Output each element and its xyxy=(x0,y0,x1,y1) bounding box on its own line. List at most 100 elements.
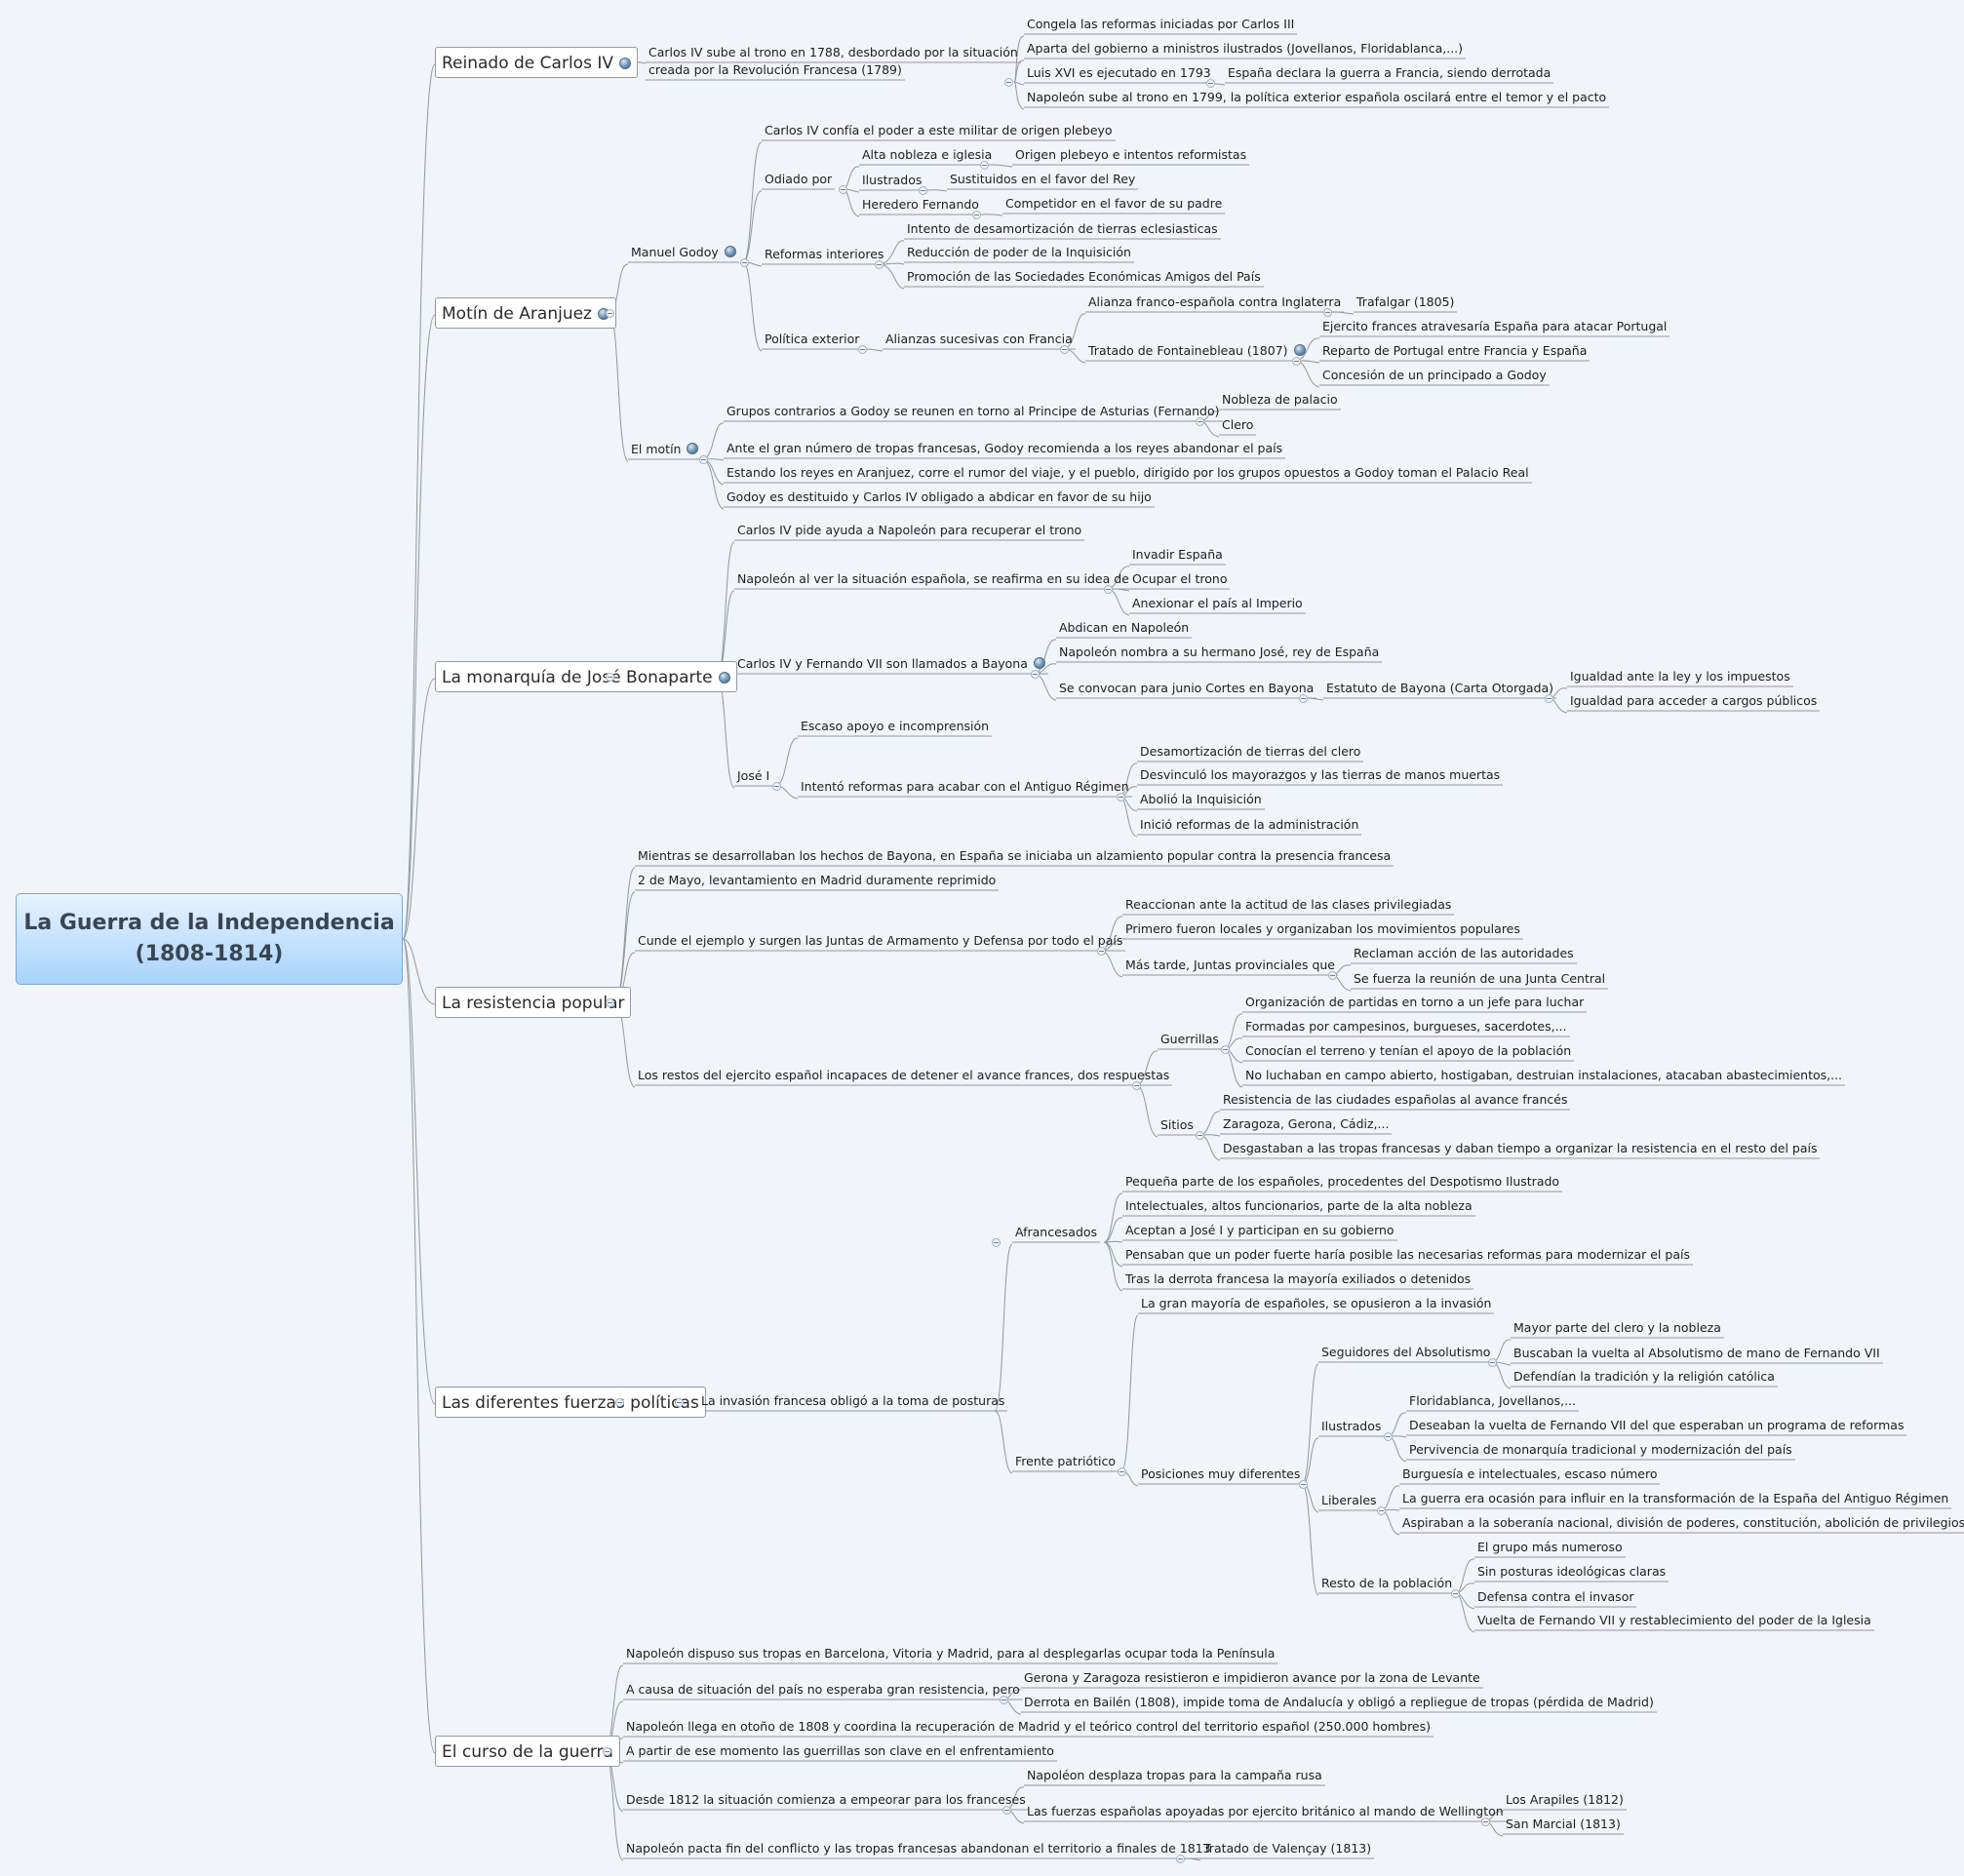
topic[interactable]: Liberales xyxy=(1321,1493,1377,1507)
topic[interactable]: Escaso apoyo e incomprensión xyxy=(801,719,990,733)
topic[interactable]: Intentó reformas para acabar con el Anti… xyxy=(801,779,1129,794)
topic[interactable]: Ejercito frances atravesaría España para… xyxy=(1322,319,1668,333)
topic[interactable]: Sustituidos en el favor del Rey xyxy=(950,172,1136,186)
topic[interactable]: Seguidores del Absolutismo xyxy=(1321,1345,1491,1359)
topic[interactable]: Organización de partidas en torno a un j… xyxy=(1245,995,1585,1009)
topic[interactable]: Carlos IV confía el poder a este militar… xyxy=(765,123,1113,137)
topic[interactable]: Concesión de un principado a Godoy xyxy=(1322,368,1547,382)
topic[interactable]: Sitios xyxy=(1160,1117,1194,1132)
collapse-icon[interactable] xyxy=(606,673,614,682)
collapse-icon[interactable] xyxy=(1002,1806,1011,1815)
topic[interactable]: 2 de Mayo, levantamiento en Madrid duram… xyxy=(638,873,997,887)
collapse-icon[interactable] xyxy=(1060,345,1069,354)
collapse-icon[interactable] xyxy=(740,258,749,267)
topic[interactable]: Carlos IV sube al trono en 1788, desbord… xyxy=(648,45,1018,59)
topic[interactable]: Sin posturas ideológicas claras xyxy=(1477,1564,1667,1579)
topic[interactable]: Los restos del ejercito español incapace… xyxy=(638,1068,1170,1082)
topic[interactable]: Resistencia de las ciudades españolas al… xyxy=(1223,1092,1568,1107)
topic[interactable]: No luchaban en campo abierto, hostigaban… xyxy=(1245,1068,1843,1082)
topic[interactable]: Desvinculó los mayorazgos y las tierras … xyxy=(1140,767,1501,782)
branch-motin[interactable]: Motín de Aranjuez xyxy=(435,297,616,329)
topic[interactable]: Mayor parte del clero y la nobleza xyxy=(1513,1320,1721,1335)
topic[interactable]: Napoléon desplaza tropas para la campaña… xyxy=(1027,1768,1322,1782)
topic[interactable]: La gran mayoría de españoles, se opusier… xyxy=(1141,1296,1492,1310)
collapse-icon[interactable] xyxy=(675,1398,684,1407)
topic[interactable]: Alta nobleza e iglesia xyxy=(862,147,993,162)
topic[interactable]: El motín xyxy=(628,442,701,457)
topic[interactable]: Invadir España xyxy=(1132,547,1223,562)
collapse-icon[interactable] xyxy=(1176,1855,1185,1863)
collapse-icon[interactable] xyxy=(1488,1358,1497,1367)
topic[interactable]: Desde 1812 la situación comienza a empeo… xyxy=(626,1792,1026,1807)
branch-resistencia[interactable]: La resistencia popular xyxy=(435,987,632,1018)
topic[interactable]: Napoleón pacta fin del conflicto y las t… xyxy=(626,1841,1211,1856)
topic[interactable]: Napoleón nombra a su hermano José, rey d… xyxy=(1059,645,1380,659)
collapse-icon[interactable] xyxy=(772,782,781,791)
collapse-icon[interactable] xyxy=(1196,417,1204,426)
topic[interactable]: Heredero Fernando xyxy=(862,197,979,212)
topic[interactable]: Derrota en Bailén (1808), impide toma de… xyxy=(1024,1695,1654,1709)
topic[interactable]: Ocupar el trono xyxy=(1132,571,1228,586)
collapse-icon[interactable] xyxy=(858,345,867,354)
collapse-icon[interactable] xyxy=(603,1747,611,1756)
topic[interactable]: Napoleón llega en otoño de 1808 y coordi… xyxy=(626,1719,1432,1734)
topic[interactable]: Inició reformas de la administración xyxy=(1140,817,1359,832)
collapse-icon[interactable] xyxy=(980,161,989,170)
topic[interactable]: España declara la guerra a Francia, sien… xyxy=(1228,65,1552,80)
globe-icon[interactable] xyxy=(618,58,631,69)
topic[interactable]: Congela las reformas iniciadas por Carlo… xyxy=(1027,17,1295,31)
topic[interactable]: Resto de la población xyxy=(1321,1576,1453,1590)
topic[interactable]: Ante el gran número de tropas francesas,… xyxy=(727,441,1283,455)
topic[interactable]: La invasión francesa obligó a la toma de… xyxy=(701,1393,1005,1408)
topic[interactable]: Primero fueron locales y organizaban los… xyxy=(1125,921,1520,936)
topic[interactable]: Tratado de Valençay (1813) xyxy=(1203,1841,1372,1856)
globe-icon[interactable] xyxy=(1033,657,1045,669)
collapse-icon[interactable] xyxy=(972,211,981,219)
collapse-icon[interactable] xyxy=(839,185,847,194)
topic[interactable]: Guerrillas xyxy=(1160,1032,1219,1046)
topic[interactable]: Igualdad ante la ley y los impuestos xyxy=(1570,669,1790,684)
branch-reinado[interactable]: Reinado de Carlos IV xyxy=(435,47,638,78)
collapse-icon[interactable] xyxy=(1328,971,1337,980)
topic[interactable]: Gerona y Zaragoza resistieron e impidier… xyxy=(1024,1670,1480,1685)
collapse-icon[interactable] xyxy=(699,455,708,464)
topic[interactable]: Posiciones muy diferentes xyxy=(1141,1466,1301,1481)
topic[interactable]: Carlos IV y Fernando VII son llamados a … xyxy=(734,656,1048,672)
topic[interactable]: Godoy es destituido y Carlos IV obligado… xyxy=(727,489,1152,504)
collapse-icon[interactable] xyxy=(615,1398,624,1407)
topic[interactable]: Desgastaban a las tropas francesas y dab… xyxy=(1223,1141,1818,1155)
topic[interactable]: Luis XVI es ejecutado en 1793 xyxy=(1027,65,1211,80)
topic[interactable]: Intelectuales, altos funcionarios, parte… xyxy=(1125,1198,1473,1213)
topic[interactable]: Tratado de Fontainebleau (1807) xyxy=(1085,343,1309,359)
collapse-icon[interactable] xyxy=(1545,694,1553,703)
topic[interactable]: Aparta del gobierno a ministros ilustrad… xyxy=(1027,41,1464,56)
topic[interactable]: Reparto de Portugal entre Francia y Espa… xyxy=(1322,343,1588,358)
topic[interactable]: Deseaban la vuelta de Fernando VII del q… xyxy=(1409,1418,1905,1432)
topic[interactable]: Reformas interiores xyxy=(765,247,884,261)
topic[interactable]: Alianza franco-española contra Inglaterr… xyxy=(1088,294,1342,309)
collapse-icon[interactable] xyxy=(606,998,614,1007)
topic[interactable]: Floridablanca, Jovellanos,... xyxy=(1409,1393,1576,1408)
collapse-icon[interactable] xyxy=(1206,79,1215,88)
topic[interactable]: Origen plebeyo e intentos reformistas xyxy=(1015,147,1247,162)
topic[interactable]: Burguesía e intelectuales, escaso número xyxy=(1402,1466,1658,1481)
collapse-icon[interactable] xyxy=(606,309,614,318)
topic[interactable]: Vuelta de Fernando VII y restablecimient… xyxy=(1477,1613,1871,1627)
topic[interactable]: Trafalgar (1805) xyxy=(1356,294,1455,309)
topic[interactable]: A causa de situación del país no esperab… xyxy=(626,1682,1020,1697)
collapse-icon[interactable] xyxy=(1451,1589,1460,1598)
collapse-icon[interactable] xyxy=(1292,357,1301,366)
topic[interactable]: Nobleza de palacio xyxy=(1222,392,1338,407)
collapse-icon[interactable] xyxy=(919,186,927,195)
collapse-icon[interactable] xyxy=(1031,670,1040,679)
topic[interactable]: Napoleón dispuso sus tropas en Barcelona… xyxy=(626,1646,1276,1661)
collapse-icon[interactable] xyxy=(1104,585,1113,594)
topic[interactable]: Abolió la Inquisición xyxy=(1140,792,1262,806)
topic[interactable]: Cunde el ejemplo y surgen las Juntas de … xyxy=(638,933,1123,948)
collapse-icon[interactable] xyxy=(1000,1696,1008,1704)
topic[interactable]: Anexionar el país al Imperio xyxy=(1132,596,1303,610)
branch-curso[interactable]: El curso de la guerra xyxy=(435,1736,620,1767)
collapse-icon[interactable] xyxy=(1097,947,1106,956)
topic[interactable]: Intento de desamortización de tierras ec… xyxy=(907,221,1218,236)
topic[interactable]: Estatuto de Bayona (Carta Otorgada) xyxy=(1326,681,1554,695)
